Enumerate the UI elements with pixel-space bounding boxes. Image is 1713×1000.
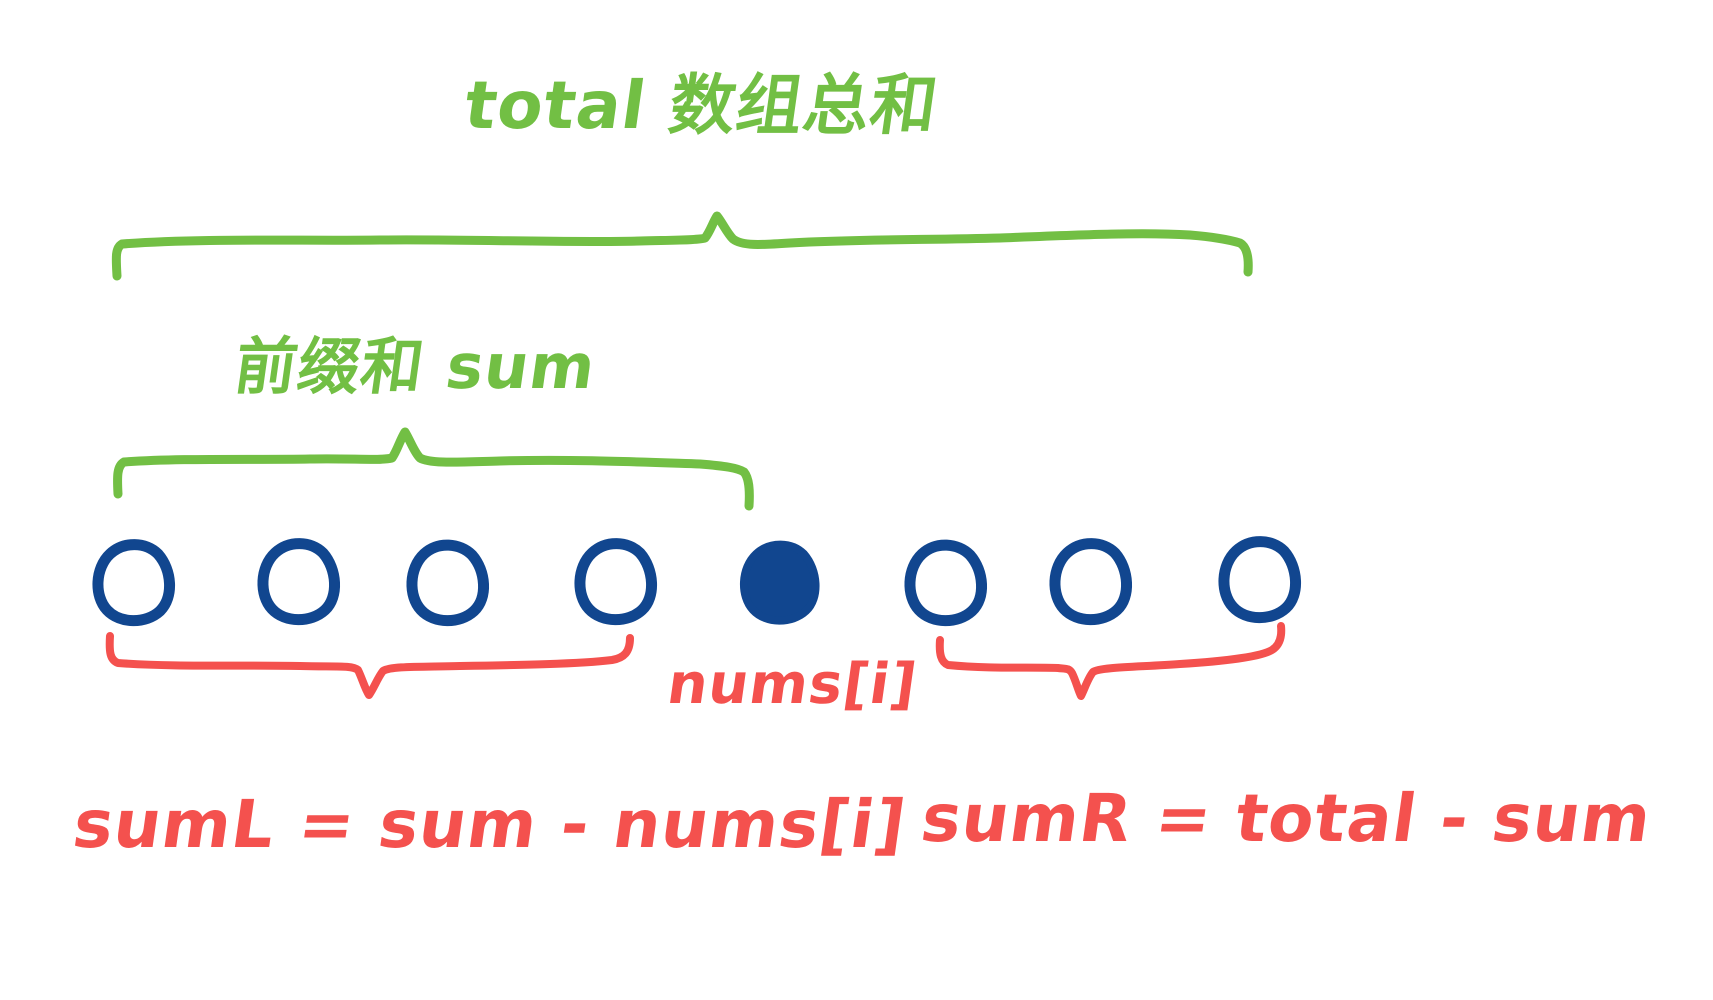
array-cell-4-pivot[interactable] (739, 540, 820, 625)
array-circles (92, 536, 1302, 627)
label-total: total 数组总和 (459, 67, 944, 144)
circle-outline (904, 539, 988, 627)
label-nums-i: nums[i] (663, 652, 922, 717)
sumL-brace-stroke (105, 632, 634, 699)
array-cell-5[interactable] (904, 539, 988, 627)
formula-sumR: sumR = total - sum (916, 780, 1657, 857)
array-cell-1[interactable] (257, 538, 341, 626)
sumR-brace (935, 622, 1286, 700)
circle-outline (1049, 538, 1133, 626)
circle-outline (574, 538, 658, 626)
circle-outline (1218, 536, 1302, 624)
circle-outline (92, 539, 176, 627)
circle-outline (257, 538, 341, 626)
formula-sumL: sumL = sum - nums[i] (68, 786, 912, 863)
array-cell-0[interactable] (92, 539, 176, 627)
circle-filled (739, 540, 820, 625)
prefix-sum-brace (113, 427, 754, 511)
total-brace (111, 211, 1253, 281)
array-cell-3[interactable] (574, 538, 658, 626)
total-brace-stroke (111, 211, 1253, 281)
sumL-brace (105, 632, 634, 699)
prefix-sum-brace-stroke (113, 427, 754, 511)
sumR-brace-stroke (935, 622, 1286, 700)
array-cell-7[interactable] (1218, 536, 1302, 624)
array-cell-2[interactable] (406, 539, 490, 627)
label-prefix-sum: 前缀和 sum (230, 330, 601, 403)
array-cell-6[interactable] (1049, 538, 1133, 626)
circle-outline (406, 539, 490, 627)
